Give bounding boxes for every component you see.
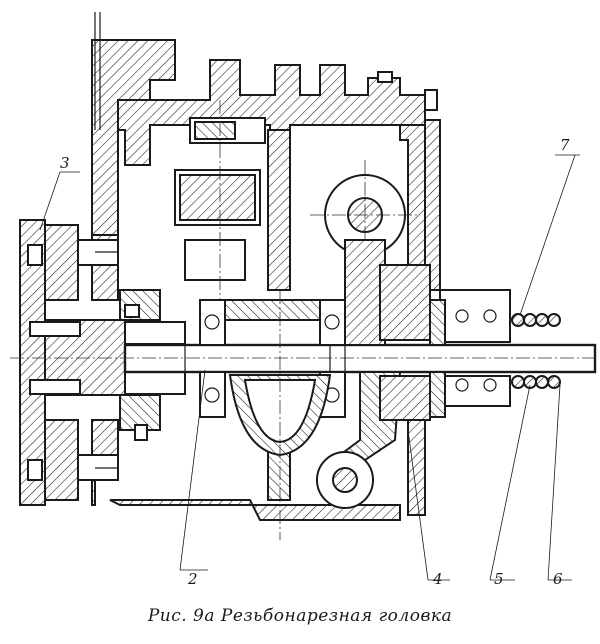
callout-leaders xyxy=(39,154,580,581)
right-bearing-assembly xyxy=(379,264,511,421)
upper-gear-stack xyxy=(174,100,266,300)
fasteners xyxy=(94,12,438,441)
callout-labels: 3 2 4 5 6 7 xyxy=(60,136,570,588)
callout-6: 6 xyxy=(553,570,563,588)
spring xyxy=(511,313,561,389)
worm-wheel xyxy=(228,290,332,540)
callout-4: 4 xyxy=(432,570,443,588)
callout-5: 5 xyxy=(494,570,504,588)
face-plate xyxy=(19,219,119,506)
figure-caption: Рис. 9а Резьбонарезная головка xyxy=(147,606,453,626)
callout-7: 7 xyxy=(560,136,570,154)
housing xyxy=(91,39,441,521)
callout-3: 3 xyxy=(60,154,70,172)
callout-2: 2 xyxy=(187,570,198,588)
